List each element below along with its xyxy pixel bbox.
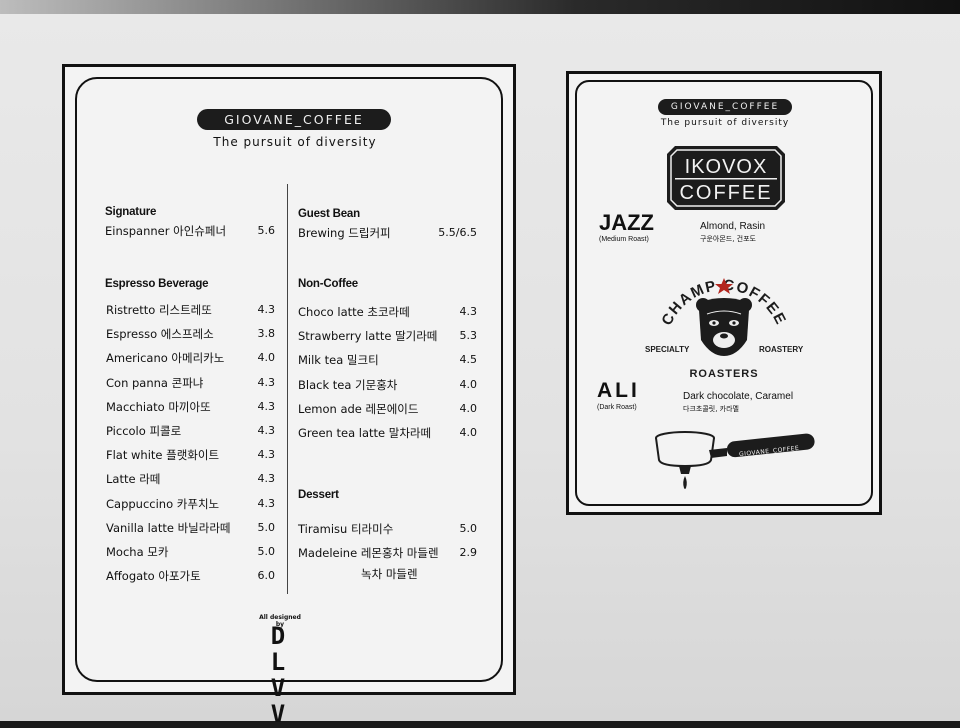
menu-inner-frame xyxy=(75,77,503,682)
menu-item: Choco latte 초코라떼 xyxy=(298,305,410,319)
menu-board-left: GIOVANE_COFFEE The pursuit of diversity … xyxy=(62,64,516,727)
menu-price: 5.0 xyxy=(257,545,276,558)
brand-logo: GIOVANE_COFFEE xyxy=(658,99,792,115)
menu-price: 4.3 xyxy=(257,303,276,316)
section-title-guest-bean: Guest Bean xyxy=(298,208,360,220)
brand-tagline: The pursuit of diversity xyxy=(660,118,790,128)
bean-notes-kr-jazz: 구운아몬드, 건포도 xyxy=(700,235,756,243)
menu-item: Mocha 모카 xyxy=(106,545,169,559)
bean-notes-jazz: Almond, Rasin xyxy=(700,221,766,232)
section-title-non-coffee: Non-Coffee xyxy=(298,278,358,290)
menu-item: Cappuccino 카푸치노 xyxy=(106,496,220,511)
menu-price: 4.3 xyxy=(257,424,276,437)
menu-price: 4.3 xyxy=(257,375,276,389)
menu-item: Piccolo 피콜로 xyxy=(106,424,182,438)
bean-notes-ali: Dark chocolate, Caramel xyxy=(683,391,794,402)
menu-item: Con panna 콘파냐 xyxy=(106,375,204,390)
menu-price: 5.0 xyxy=(257,520,276,534)
bean-name-ali: ALI xyxy=(597,379,640,402)
menu-item-line2: 녹차 마들렌 xyxy=(361,567,418,581)
menu-board-right: GIOVANE_COFFEE The pursuit of diversity … xyxy=(566,71,882,515)
brand-tagline: The pursuit of diversity xyxy=(213,135,377,149)
column-divider xyxy=(287,184,288,594)
menu-item: Flat white 플랫화이트 xyxy=(106,448,220,463)
brand-logo: GIOVANE_COFFEE xyxy=(197,109,391,130)
designed-by-caption: All designed by xyxy=(259,614,301,628)
menu-price: 2.9 xyxy=(459,546,478,559)
designer-logo-line2: V V xyxy=(270,674,294,728)
roasters-text: ROASTERS xyxy=(689,368,758,380)
bean-roast-jazz: (Medium Roast) xyxy=(599,236,649,243)
menu-price: 4.3 xyxy=(257,448,276,462)
section-title-espresso: Espresso Beverage xyxy=(105,278,209,290)
menu-item: Macchiato 마끼아또 xyxy=(106,399,211,414)
bean-roast-ali: (Dark Roast) xyxy=(597,404,637,411)
menu-item: Madeleine 레몬홍차 마들렌 xyxy=(298,546,439,560)
menu-price: 5.3 xyxy=(459,329,478,343)
menu-price: 4.0 xyxy=(257,351,276,365)
menu-item: Lemon ade 레몬에이드 xyxy=(298,401,419,416)
menu-item: Green tea latte 말차라떼 xyxy=(298,426,432,440)
champ-coffee-logo: CHAMP COFFEE SPECIALTY ROASTERY ROASTERS xyxy=(645,277,804,380)
menu-price: 5.6 xyxy=(257,224,276,237)
menu-inner-frame xyxy=(575,80,873,506)
menu-item: Affogato 아포가토 xyxy=(106,569,201,584)
menu-item: Americano 아메리카노 xyxy=(106,351,225,366)
designer-logo-line1: D L xyxy=(270,622,294,676)
menu-price: 4.0 xyxy=(459,426,478,439)
menu-price: 4.3 xyxy=(459,305,478,318)
bean-notes-kr-ali: 다크초콜릿, 카라멜 xyxy=(683,405,739,413)
menu-price: 4.3 xyxy=(257,399,276,413)
menu-item: Strawberry latte 딸기라떼 xyxy=(298,329,438,344)
ikovox-coffee-logo: IKOVOX COFFEE xyxy=(667,146,785,210)
menu-price: 6.0 xyxy=(257,569,276,583)
menu-item: Einspanner 아인슈페너 xyxy=(105,224,227,238)
designer-logo: D L V V xyxy=(252,623,312,727)
bean-name-jazz: JAZZ xyxy=(599,210,654,235)
menu-item: Brewing 드립커피 xyxy=(298,226,391,240)
menu-item: Ristretto 리스트레또 xyxy=(106,303,212,317)
menu-item: Milk tea 밀크티 xyxy=(298,353,379,368)
menu-item: Black tea 기문홍차 xyxy=(298,377,398,392)
ikovox-text: IKOVOX xyxy=(685,156,768,178)
section-title-signature: Signature xyxy=(105,206,157,218)
menu-item: Espresso 에스프레소 xyxy=(106,327,214,342)
menu-price: 4.0 xyxy=(459,377,478,391)
monitor-top-bezel xyxy=(0,0,960,14)
bear-icon xyxy=(696,298,752,356)
menu-price: 4.3 xyxy=(257,496,276,510)
menu-price: 5.0 xyxy=(459,522,478,535)
menu-item: Vanilla latte 바닐라라떼 xyxy=(106,520,231,535)
coffee-text: COFFEE xyxy=(679,182,772,204)
menu-price: 4.5 xyxy=(459,353,478,367)
menu-price: 3.8 xyxy=(257,327,276,341)
specialty-text: SPECIALTY xyxy=(645,345,690,354)
menu-price: 5.5/6.5 xyxy=(438,226,477,239)
star-icon xyxy=(715,278,733,294)
menu-item: Latte 라떼 xyxy=(106,472,161,487)
roastery-text: ROASTERY xyxy=(759,345,804,354)
menu-item: Tiramisu 티라미수 xyxy=(298,522,394,536)
portafilter-icon: GIOVANE_COFFEE xyxy=(655,431,815,489)
menu-price: 4.3 xyxy=(257,472,276,486)
section-title-dessert: Dessert xyxy=(298,489,339,501)
menu-price: 4.0 xyxy=(459,401,478,415)
